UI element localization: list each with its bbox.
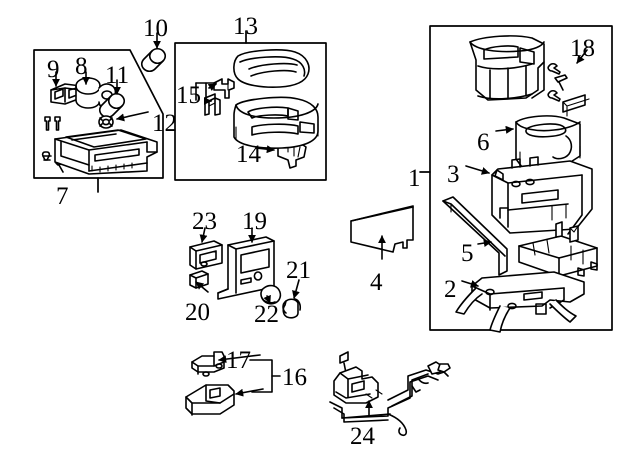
leader-brackets bbox=[195, 82, 281, 393]
part-console-upper-trim bbox=[469, 35, 545, 101]
part-23 bbox=[189, 240, 223, 270]
callout-6: 6 bbox=[477, 129, 490, 156]
part-18-screws bbox=[547, 62, 590, 117]
part-21-cap bbox=[282, 298, 302, 319]
part-10 bbox=[140, 47, 167, 73]
callout-16: 16 bbox=[282, 364, 307, 391]
part-5-trim bbox=[442, 196, 508, 276]
callout-11: 11 bbox=[105, 62, 130, 89]
part-module bbox=[518, 221, 598, 277]
callout-10: 10 bbox=[143, 15, 168, 42]
callout-13: 13 bbox=[233, 13, 258, 40]
callout-24: 24 bbox=[350, 423, 375, 450]
part-24-harness bbox=[329, 351, 451, 437]
part-16 bbox=[185, 384, 235, 416]
callout-20: 20 bbox=[185, 299, 210, 326]
part-clip-right bbox=[569, 225, 579, 243]
callout-23: 23 bbox=[192, 208, 217, 235]
callout-8: 8 bbox=[75, 53, 88, 80]
callout-5: 5 bbox=[461, 240, 474, 267]
callout-1: 1 bbox=[408, 165, 421, 192]
leader-lines bbox=[52, 32, 588, 417]
callout-4: 4 bbox=[370, 269, 383, 296]
callout-2: 2 bbox=[444, 276, 457, 303]
part-13-lid bbox=[233, 49, 310, 88]
callout-9: 9 bbox=[47, 56, 60, 83]
part-2-bracket bbox=[455, 271, 585, 333]
fasteners-group-7 bbox=[41, 116, 65, 173]
part-13-bin bbox=[233, 96, 319, 149]
callout-15: 15 bbox=[176, 82, 201, 109]
callout-19: 19 bbox=[242, 208, 267, 235]
callout-7: 7 bbox=[56, 183, 69, 210]
part-19-panel bbox=[217, 236, 275, 300]
part-17 bbox=[191, 351, 225, 377]
part-15-clips bbox=[204, 78, 235, 116]
part-12 bbox=[98, 115, 114, 129]
part-6-bin bbox=[515, 115, 581, 168]
callout-17: 17 bbox=[226, 347, 251, 374]
callout-21: 21 bbox=[286, 257, 311, 284]
part-4-panel bbox=[350, 205, 414, 253]
part-3-body bbox=[491, 156, 593, 235]
callout-3: 3 bbox=[447, 161, 460, 188]
callout-18: 18 bbox=[570, 35, 595, 62]
callout-14: 14 bbox=[236, 141, 261, 168]
callout-22: 22 bbox=[254, 301, 279, 328]
part-7-tray bbox=[54, 129, 158, 175]
callout-12: 12 bbox=[152, 110, 177, 137]
